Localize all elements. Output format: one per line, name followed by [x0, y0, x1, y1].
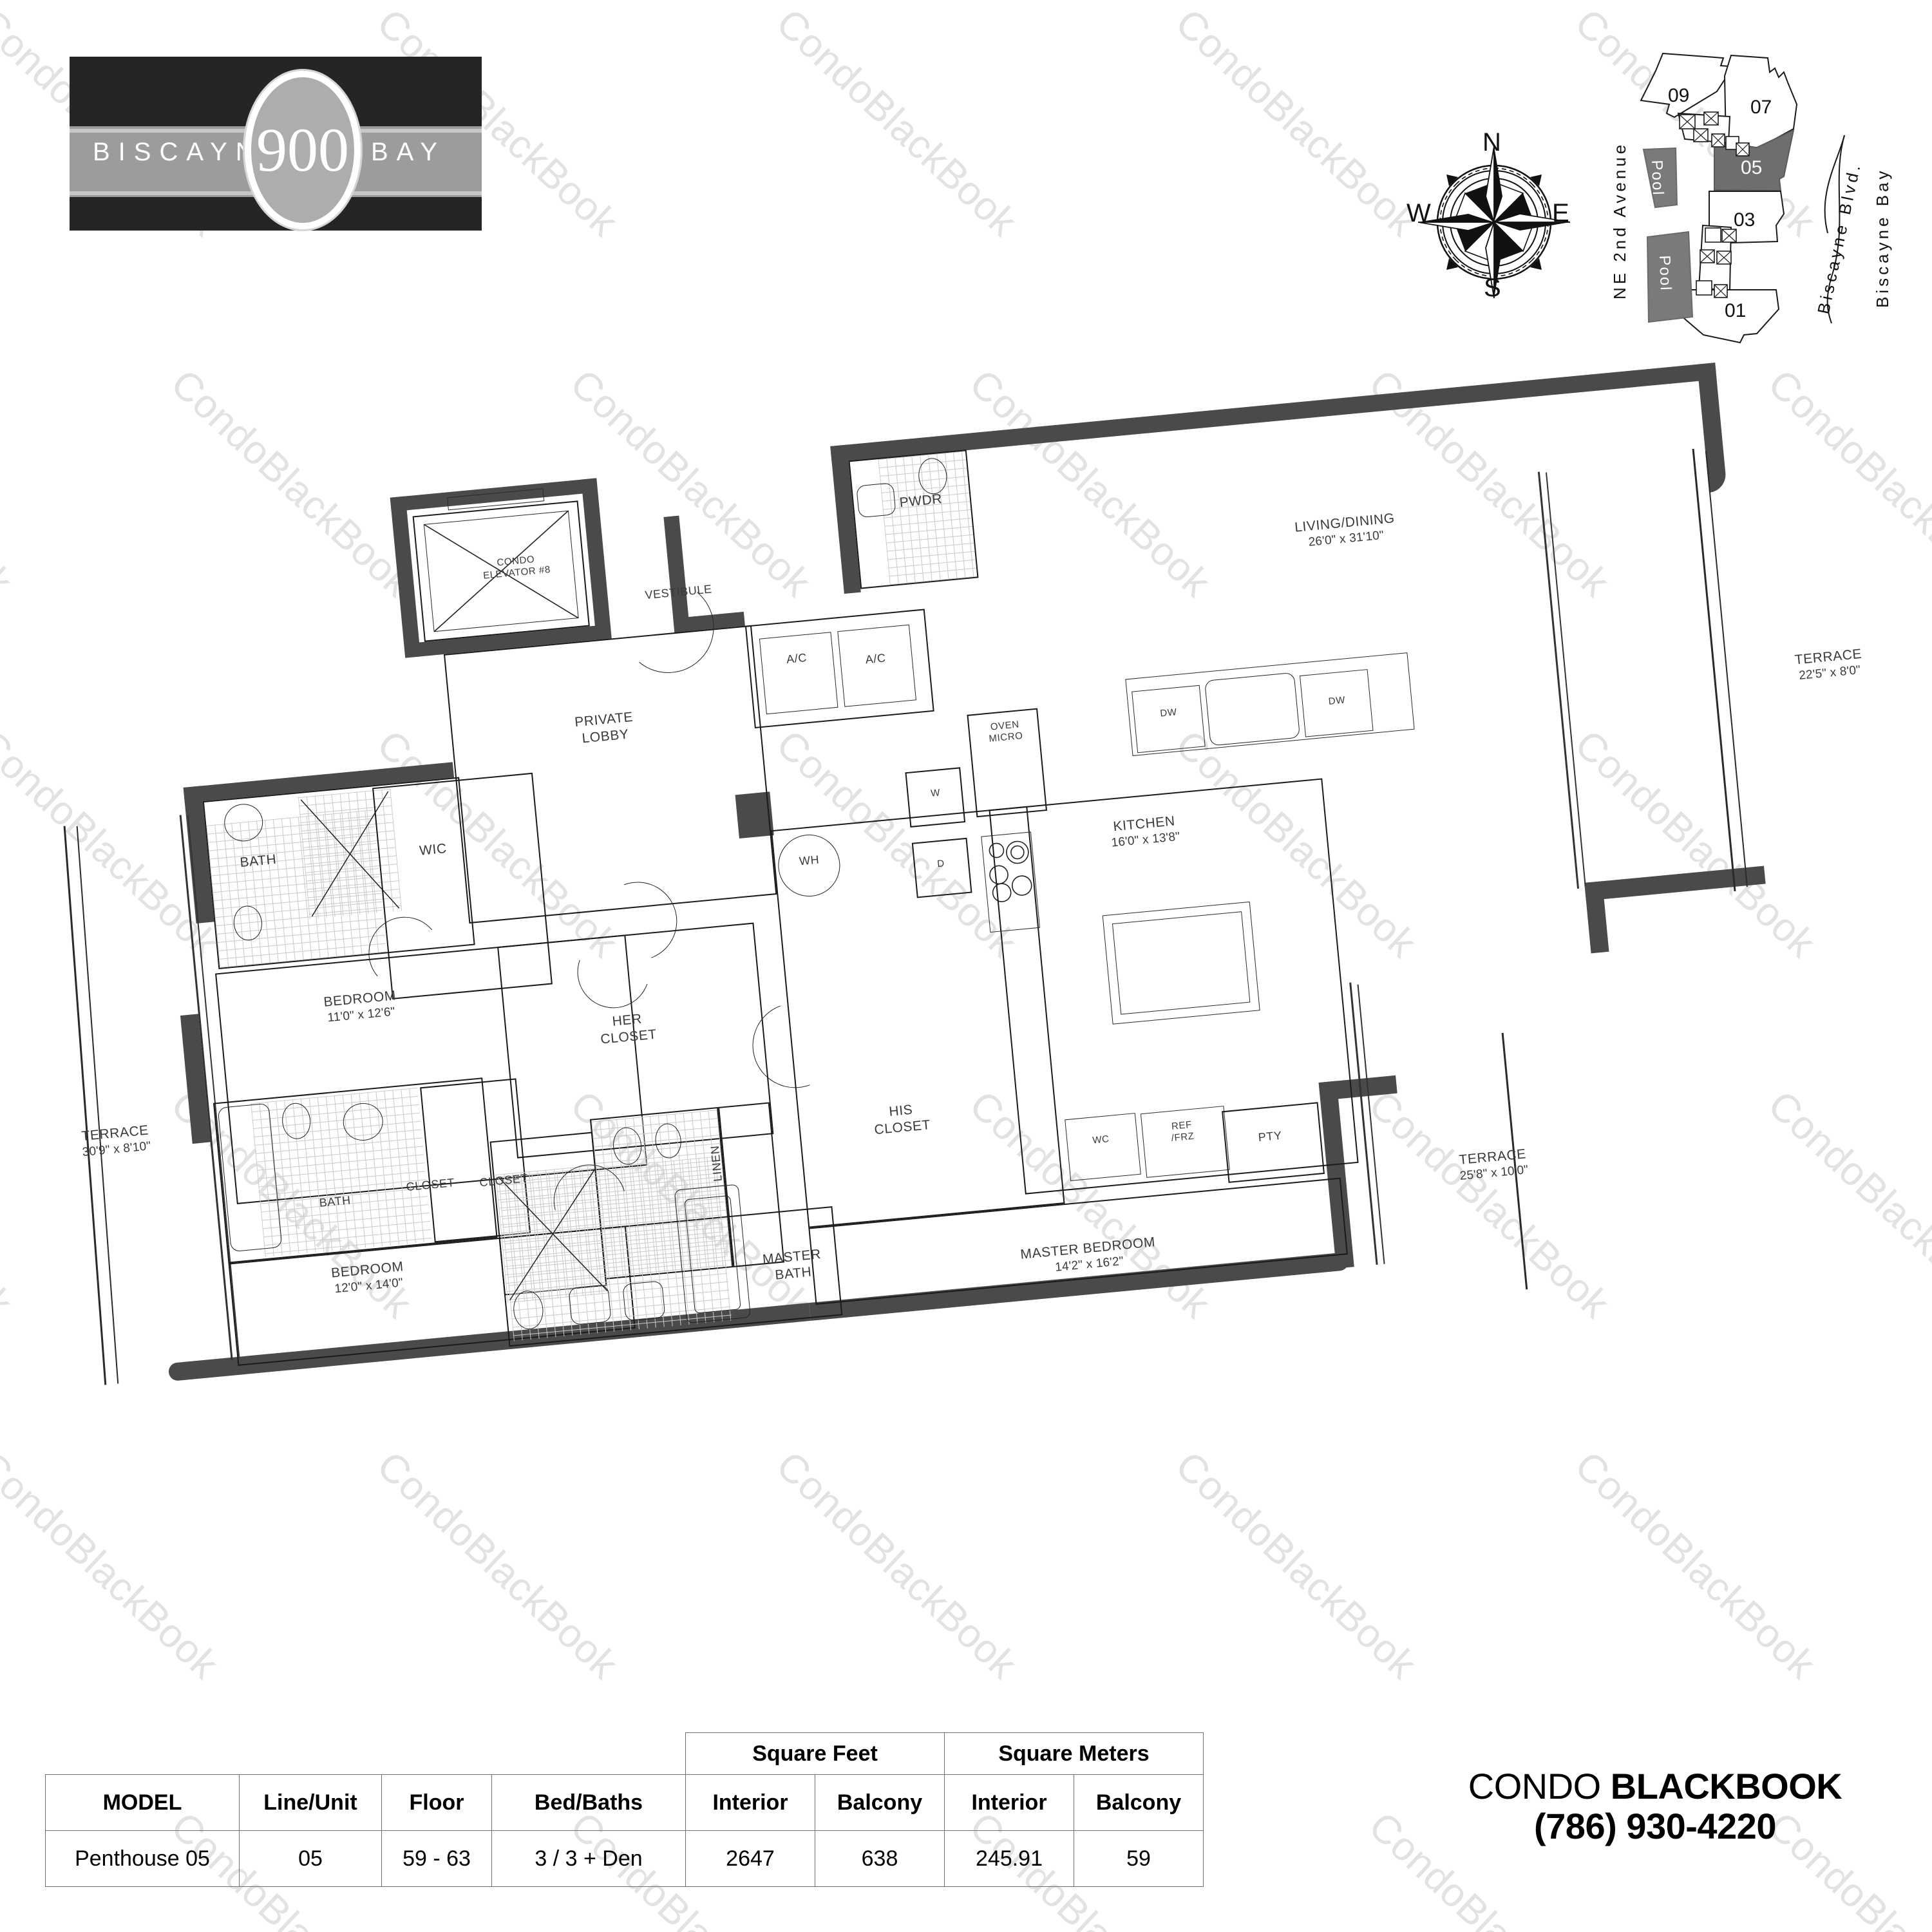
compass-rose: N S W E — [1406, 128, 1578, 312]
master-vanity-sink-right — [622, 1280, 666, 1321]
label-terrace-southeast: TERRACE 25'8" x 10'0" — [1458, 1146, 1530, 1183]
terrace-west-outline — [63, 826, 107, 1385]
brand-name: CONDO BLACKBOOK — [1410, 1766, 1900, 1806]
key-plan-unit-05: 05 — [1741, 157, 1763, 178]
logo-oval-badge: 900 — [245, 71, 361, 229]
key-plan: 09 07 05 03 01 Pool Pool NE 2nd Avenue B… — [1571, 32, 1919, 374]
key-plan-street-ne-2nd-avenue: NE 2nd Avenue — [1610, 141, 1629, 299]
logo-word-bay: BAY — [371, 138, 446, 166]
floor-plan-drawing: CONDO ELEVATOR #8 VESTIBULE PWDR A/C A/C… — [44, 363, 1920, 1723]
spec-group-header-row: Square Feet Square Meters — [46, 1732, 1204, 1775]
spec-col-sm-interior: Interior — [944, 1774, 1074, 1831]
spec-col-sf-interior: Interior — [685, 1774, 815, 1831]
logo-word-biscayne: BISCAYNE — [93, 138, 289, 166]
spec-col-floor: Floor — [381, 1774, 492, 1831]
glazing-east-living-inner — [1546, 472, 1586, 886]
wall-northeast-corner — [1697, 363, 1727, 493]
label-terrace-east: TERRACE 22'5" x 8'0" — [1794, 646, 1863, 683]
shower-upper-icon — [300, 791, 400, 917]
spec-data-row: Penthouse 05 05 59 - 63 3 / 3 + Den 2647… — [45, 1830, 1204, 1887]
terrace-east-outline — [1692, 448, 1736, 892]
spec-table: Square Feet Square Meters MODEL Line/Uni… — [45, 1732, 1204, 1887]
key-plan-unit-01: 01 — [1725, 300, 1747, 321]
glazing-east-living — [1537, 471, 1580, 889]
spec-value-line-unit: 05 — [239, 1830, 382, 1887]
project-logo: BISCAYNE BAY 900 — [70, 57, 482, 231]
kitchen-island-inner — [1112, 911, 1251, 1015]
spec-group-spacer — [46, 1733, 686, 1775]
ac-unit-1 — [759, 632, 838, 715]
key-plan-pool-upper: Pool — [1648, 160, 1667, 196]
compass-label-west: W — [1406, 199, 1431, 227]
unit-spec-table: Square Feet Square Meters MODEL Line/Uni… — [45, 1732, 1204, 1887]
brand-block: CONDO BLACKBOOK (786) 930-4220 — [1410, 1766, 1900, 1847]
key-plan-unit-03: 03 — [1734, 209, 1756, 231]
label-living-dining: LIVING/DINING 26'0" x 31'10" — [1294, 511, 1396, 549]
key-plan-pool-lower: Pool — [1656, 255, 1674, 292]
spec-group-square-feet: Square Feet — [685, 1732, 945, 1775]
spec-col-bed-baths: Bed/Baths — [491, 1774, 686, 1831]
master-shower-icon — [498, 1167, 608, 1301]
spec-col-sm-balcony: Balcony — [1074, 1774, 1204, 1831]
logo-number: 900 — [256, 115, 349, 184]
brand-name-blackbook: BLACKBOOK — [1610, 1766, 1842, 1806]
spec-header-row: MODEL Line/Unit Floor Bed/Baths Interior… — [45, 1774, 1204, 1831]
spec-value-sf-interior: 2647 — [685, 1830, 815, 1887]
spec-col-line-unit: Line/Unit — [239, 1774, 382, 1831]
spec-col-model: MODEL — [45, 1774, 240, 1831]
key-plan-unit-09: 09 — [1668, 85, 1690, 106]
compass-label-east: E — [1552, 199, 1569, 227]
spec-group-square-meters: Square Meters — [944, 1732, 1204, 1775]
spec-value-sm-interior: 245.91 — [944, 1830, 1074, 1887]
label-terrace-west: TERRACE 30'9" x 8'10" — [80, 1122, 152, 1159]
spec-value-sm-balcony: 59 — [1074, 1830, 1204, 1887]
master-vanity-sink-left — [568, 1284, 612, 1325]
brand-name-condo: CONDO — [1468, 1766, 1611, 1806]
terrace-west-rail — [76, 826, 119, 1384]
compass-icon — [1417, 146, 1571, 299]
key-plan-diagram — [1640, 52, 1845, 344]
spec-value-bed-baths: 3 / 3 + Den — [491, 1830, 686, 1887]
spec-value-model: Penthouse 05 — [45, 1830, 240, 1887]
compass-label-north: N — [1482, 128, 1501, 156]
cooktop-burners-icon — [989, 840, 1032, 902]
room-private-lobby — [443, 625, 777, 924]
key-plan-water-biscayne-bay: Biscayne Bay — [1873, 167, 1892, 308]
terrace-east-rail — [1705, 451, 1748, 887]
wall-east-kitchen-jog — [1584, 866, 1766, 901]
compass-label-south: S — [1484, 274, 1501, 302]
key-plan-unit-07: 07 — [1750, 97, 1772, 118]
spec-value-sf-balcony: 638 — [815, 1830, 945, 1887]
spec-col-sf-balcony: Balcony — [815, 1774, 945, 1831]
kitchen-sink — [1204, 672, 1301, 746]
spec-value-floor: 59 - 63 — [381, 1830, 492, 1887]
brand-phone: (786) 930-4220 — [1534, 1805, 1776, 1846]
wall-north-living — [830, 363, 1717, 463]
elevator-x-icon — [423, 510, 579, 632]
glazing-southeast-inner — [1357, 984, 1385, 1264]
